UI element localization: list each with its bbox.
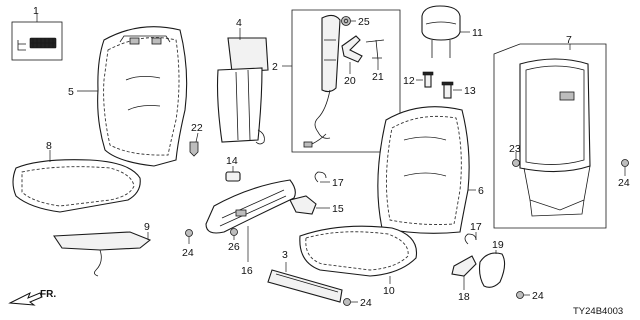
- direction-label: FR.: [40, 289, 56, 300]
- part-18-bracket[interactable]: [451, 255, 477, 277]
- callout-23: 23: [509, 143, 521, 155]
- part-17-clip-lower[interactable]: [464, 233, 477, 245]
- callout-18: 18: [458, 291, 470, 303]
- diagram-code: TY24B4003: [573, 306, 623, 317]
- front-direction-arrow-icon: [8, 291, 43, 306]
- callout-8: 8: [46, 140, 52, 152]
- part-15-bracket[interactable]: [289, 195, 317, 215]
- callout-6: 6: [478, 185, 484, 197]
- part-24-bolt-right[interactable]: [621, 159, 629, 167]
- part-11-headrest[interactable]: [421, 5, 461, 58]
- callout-24-right: 24: [618, 177, 630, 189]
- part-22-clip[interactable]: [189, 141, 199, 157]
- callout-24-bottom-center: 24: [360, 297, 372, 309]
- leader-lines: [36, 14, 626, 303]
- part-14-switch[interactable]: [225, 171, 241, 182]
- part-26-bolt[interactable]: [230, 228, 238, 236]
- callout-24-bottom-right: 24: [532, 290, 544, 302]
- part-5-seatback-cover[interactable]: [97, 26, 188, 167]
- callout-15: 15: [332, 203, 344, 215]
- callout-5: 5: [68, 86, 74, 98]
- callout-13: 13: [464, 85, 476, 97]
- callout-4: 4: [236, 17, 242, 29]
- callout-17-lower: 17: [470, 221, 482, 233]
- part-10-seat-cushion[interactable]: [299, 225, 418, 277]
- part-12-headrest-guide[interactable]: [422, 71, 434, 88]
- part-25-nut[interactable]: [341, 16, 351, 26]
- part-7-seatback-frame[interactable]: [493, 43, 607, 229]
- callout-25: 25: [358, 16, 370, 28]
- callout-20: 20: [344, 75, 356, 87]
- part-24-bolt-left[interactable]: [185, 229, 193, 237]
- callout-24-left: 24: [182, 247, 194, 259]
- part-3-front-garnish[interactable]: [267, 269, 343, 303]
- part-24-bolt-bottom-center[interactable]: [343, 298, 351, 306]
- callout-16: 16: [241, 265, 253, 277]
- callout-19: 19: [492, 239, 504, 251]
- part-16-seat-adjuster[interactable]: [205, 179, 296, 234]
- callout-14: 14: [226, 155, 238, 167]
- part-8-cushion-cover[interactable]: [12, 159, 141, 213]
- part-23-bolt[interactable]: [512, 159, 520, 167]
- callout-10: 10: [383, 285, 395, 297]
- callout-22: 22: [191, 122, 203, 134]
- callout-21: 21: [372, 71, 384, 83]
- part-21-bracket[interactable]: [365, 39, 385, 61]
- callout-12: 12: [403, 75, 415, 87]
- callout-1: 1: [33, 5, 39, 17]
- part-4-seatback-pad[interactable]: [216, 37, 269, 145]
- part-17-clip-upper[interactable]: [314, 171, 327, 183]
- part-13-headrest-guide[interactable]: [441, 81, 454, 99]
- part-2-side-airbag[interactable]: [291, 9, 401, 153]
- callout-26: 26: [228, 241, 240, 253]
- callout-3: 3: [282, 249, 288, 261]
- callout-9: 9: [144, 221, 150, 233]
- part-24-bolt-bottom-right[interactable]: [516, 291, 524, 299]
- callout-2: 2: [272, 61, 278, 73]
- part-19-side-cover[interactable]: [478, 252, 506, 288]
- callout-7: 7: [566, 34, 572, 46]
- part-20-bracket[interactable]: [341, 35, 363, 63]
- callout-17-upper: 17: [332, 177, 344, 189]
- part-9-cushion-pad[interactable]: [53, 231, 152, 277]
- callout-11: 11: [472, 27, 483, 39]
- part-6-seatback[interactable]: [377, 106, 470, 234]
- part-1-clips[interactable]: [11, 21, 63, 61]
